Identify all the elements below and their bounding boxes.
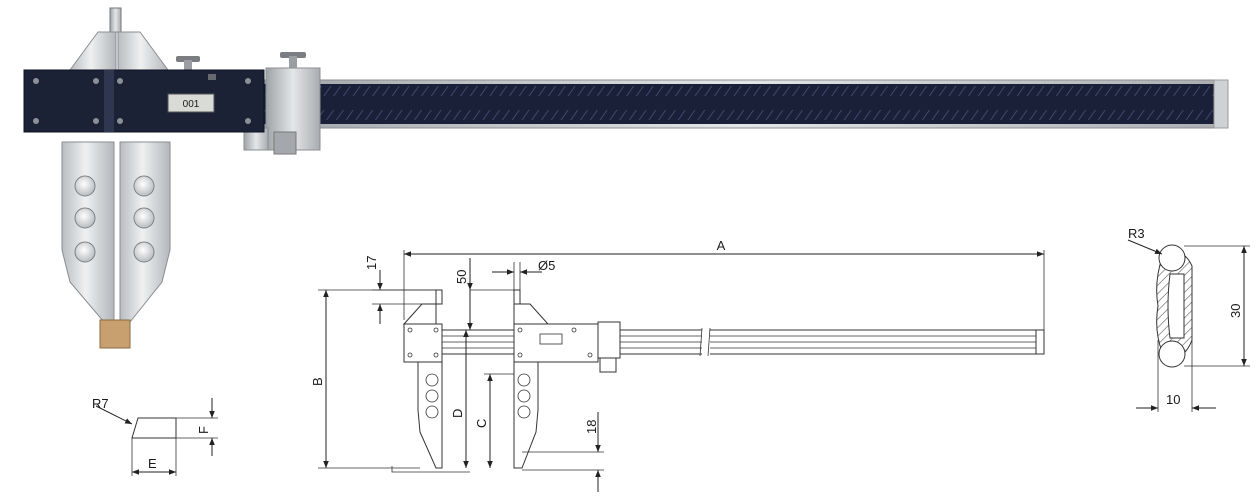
upper-jaw-right: [117, 31, 169, 71]
head-body: [23, 69, 265, 133]
caliper-outline-drawing: [391, 289, 1045, 473]
dim-label-50: 50: [454, 270, 469, 284]
dimension-18: 18: [522, 412, 604, 492]
tip-insert: [99, 319, 131, 349]
dim-label-17: 17: [364, 256, 379, 270]
dim-label-r3: R3: [1128, 226, 1145, 241]
dim-label-c: C: [474, 419, 489, 428]
dim-label-18: 18: [584, 420, 599, 434]
top-pin: [109, 7, 122, 33]
thumb-screw-right: [280, 52, 306, 68]
dim-label-10: 10: [1166, 392, 1180, 407]
thumb-screw-left: [176, 56, 200, 70]
dim-label-f: F: [196, 426, 211, 434]
dim-label-r7: R7: [92, 396, 109, 411]
dimension-phi5: Ø5: [492, 258, 555, 290]
upper-jaw-left: [69, 31, 117, 71]
dimension-a: A: [403, 238, 1045, 330]
dimension-d: D: [450, 330, 469, 468]
digital-display: 001: [167, 93, 215, 113]
dim-label-e: E: [148, 456, 157, 471]
dim-label-30: 30: [1228, 304, 1243, 318]
slider-block: [243, 67, 321, 155]
dimension-b: B: [310, 289, 436, 469]
caliper-photo: 001: [23, 7, 1229, 349]
lower-jaw-left: [61, 141, 115, 323]
beam-cross-section: 30 10 R3: [1127, 226, 1250, 412]
lower-jaw-right: [119, 141, 171, 323]
main-beam: [249, 79, 1229, 129]
dimension-c: C: [474, 373, 514, 468]
display-reading: 001: [183, 99, 200, 110]
dim-label-d: D: [450, 409, 465, 418]
tip-detail: R7 F E: [92, 396, 218, 476]
dim-label-b: B: [310, 377, 325, 386]
dim-label-a: A: [717, 238, 726, 253]
dim-label-phi5: Ø5: [538, 258, 555, 273]
dimension-50: 50: [454, 258, 514, 330]
